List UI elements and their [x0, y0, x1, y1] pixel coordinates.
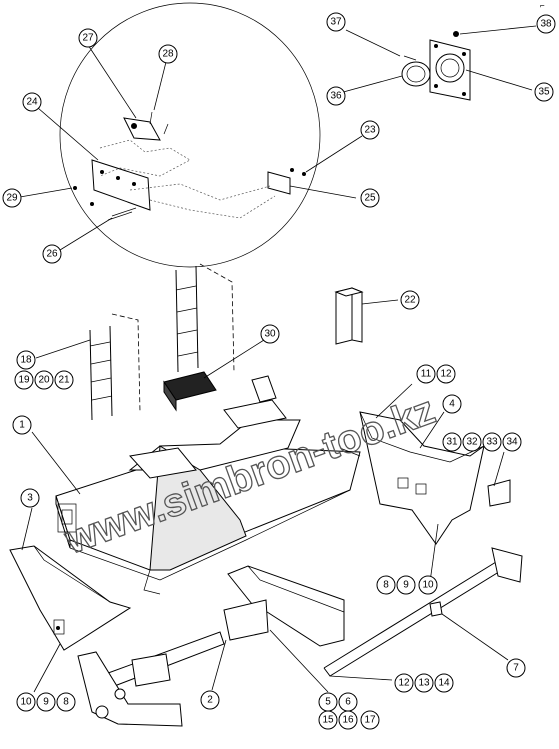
- callout-36: 36: [326, 86, 346, 106]
- svg-text:17: 17: [364, 715, 376, 726]
- drawbar: [323, 547, 523, 677]
- svg-text:20: 20: [38, 375, 50, 386]
- callout-22: 22: [400, 290, 420, 310]
- support-frame: [359, 411, 511, 545]
- callout-8-left: 8: [56, 692, 76, 712]
- svg-text:29: 29: [6, 193, 18, 204]
- side-frame: [9, 545, 132, 651]
- post-part: [334, 287, 364, 345]
- leader-lines: [19, 25, 537, 693]
- callout-18: 18: [16, 350, 36, 370]
- callout-33: 33: [482, 432, 502, 452]
- svg-text:35: 35: [538, 87, 550, 98]
- callout-28: 28: [158, 44, 178, 64]
- svg-text:34: 34: [506, 437, 518, 448]
- svg-text:25: 25: [364, 193, 376, 204]
- callout-4: 4: [442, 394, 462, 414]
- svg-text:30: 30: [264, 329, 276, 340]
- ladder-right: [175, 263, 235, 373]
- svg-text:31: 31: [446, 437, 458, 448]
- svg-text:9: 9: [403, 580, 409, 591]
- main-body: [55, 375, 361, 595]
- svg-text:8: 8: [63, 697, 69, 708]
- svg-text:8: 8: [383, 580, 389, 591]
- svg-text:22: 22: [404, 295, 416, 306]
- callout-19: 19: [14, 370, 34, 390]
- svg-text:10: 10: [422, 580, 434, 591]
- callout-12-bottom: 12: [394, 673, 414, 693]
- callout-30: 30: [260, 324, 280, 344]
- svg-text:32: 32: [466, 437, 478, 448]
- flange-assembly: [401, 31, 471, 101]
- svg-text:3: 3: [27, 493, 33, 504]
- callout-17: 17: [360, 710, 380, 730]
- callout-25: 25: [360, 188, 380, 208]
- svg-text:26: 26: [46, 249, 58, 260]
- callout-10-left: 10: [16, 692, 36, 712]
- callout-21: 21: [54, 370, 74, 390]
- callout-2: 2: [200, 690, 220, 710]
- svg-text:16: 16: [342, 715, 354, 726]
- svg-text:15: 15: [322, 715, 334, 726]
- callout-16: 16: [338, 710, 358, 730]
- callout-9-right: 9: [396, 575, 416, 595]
- callout-13: 13: [414, 673, 434, 693]
- svg-text:12: 12: [440, 369, 452, 380]
- svg-text:36: 36: [330, 91, 342, 102]
- callout-14: 14: [434, 673, 454, 693]
- callout-6: 6: [338, 692, 358, 712]
- callout-29: 29: [2, 188, 22, 208]
- svg-text:11: 11: [421, 369, 432, 380]
- detail-view: [59, 2, 321, 268]
- callout-34: 34: [502, 432, 522, 452]
- callout-8-right: 8: [376, 575, 396, 595]
- callout-26: 26: [42, 244, 62, 264]
- callout-32: 32: [462, 432, 482, 452]
- corner-mark: ⌐: [540, 1, 545, 10]
- svg-text:24: 24: [26, 97, 38, 108]
- callout-11: 11: [416, 364, 436, 384]
- svg-text:33: 33: [486, 437, 498, 448]
- svg-text:7: 7: [513, 663, 519, 674]
- callout-3: 3: [20, 488, 40, 508]
- callout-31: 31: [442, 432, 462, 452]
- callout-10-right: 10: [418, 575, 438, 595]
- callout-38: 38: [536, 14, 556, 34]
- grille-block: [163, 371, 217, 412]
- svg-text:19: 19: [18, 375, 30, 386]
- svg-text:1: 1: [19, 420, 25, 431]
- svg-text:38: 38: [540, 19, 552, 30]
- svg-text:9: 9: [43, 697, 49, 708]
- callout-37: 37: [326, 12, 346, 32]
- callout-35: 35: [534, 82, 554, 102]
- chassis: [77, 565, 345, 727]
- callout-20: 20: [34, 370, 54, 390]
- svg-text:12: 12: [398, 678, 410, 689]
- callout-15: 15: [318, 710, 338, 730]
- svg-text:18: 18: [20, 355, 32, 366]
- svg-text:10: 10: [20, 697, 32, 708]
- svg-text:37: 37: [330, 17, 342, 28]
- callout-12-top: 12: [436, 364, 456, 384]
- svg-text:2: 2: [207, 695, 213, 706]
- callout-23: 23: [360, 120, 380, 140]
- svg-text:27: 27: [82, 33, 94, 44]
- callout-9-left: 9: [36, 692, 56, 712]
- svg-text:14: 14: [438, 678, 450, 689]
- svg-text:21: 21: [58, 375, 70, 386]
- svg-text:6: 6: [345, 697, 351, 708]
- svg-text:13: 13: [418, 678, 430, 689]
- svg-text:4: 4: [449, 399, 455, 410]
- svg-text:5: 5: [325, 697, 331, 708]
- svg-text:28: 28: [162, 49, 174, 60]
- callout-1: 1: [12, 415, 32, 435]
- callout-5: 5: [318, 692, 338, 712]
- callout-7: 7: [506, 658, 526, 678]
- callout-27: 27: [78, 28, 98, 48]
- ladder-left: [89, 313, 141, 421]
- callout-24: 24: [22, 92, 42, 112]
- svg-text:23: 23: [364, 125, 376, 136]
